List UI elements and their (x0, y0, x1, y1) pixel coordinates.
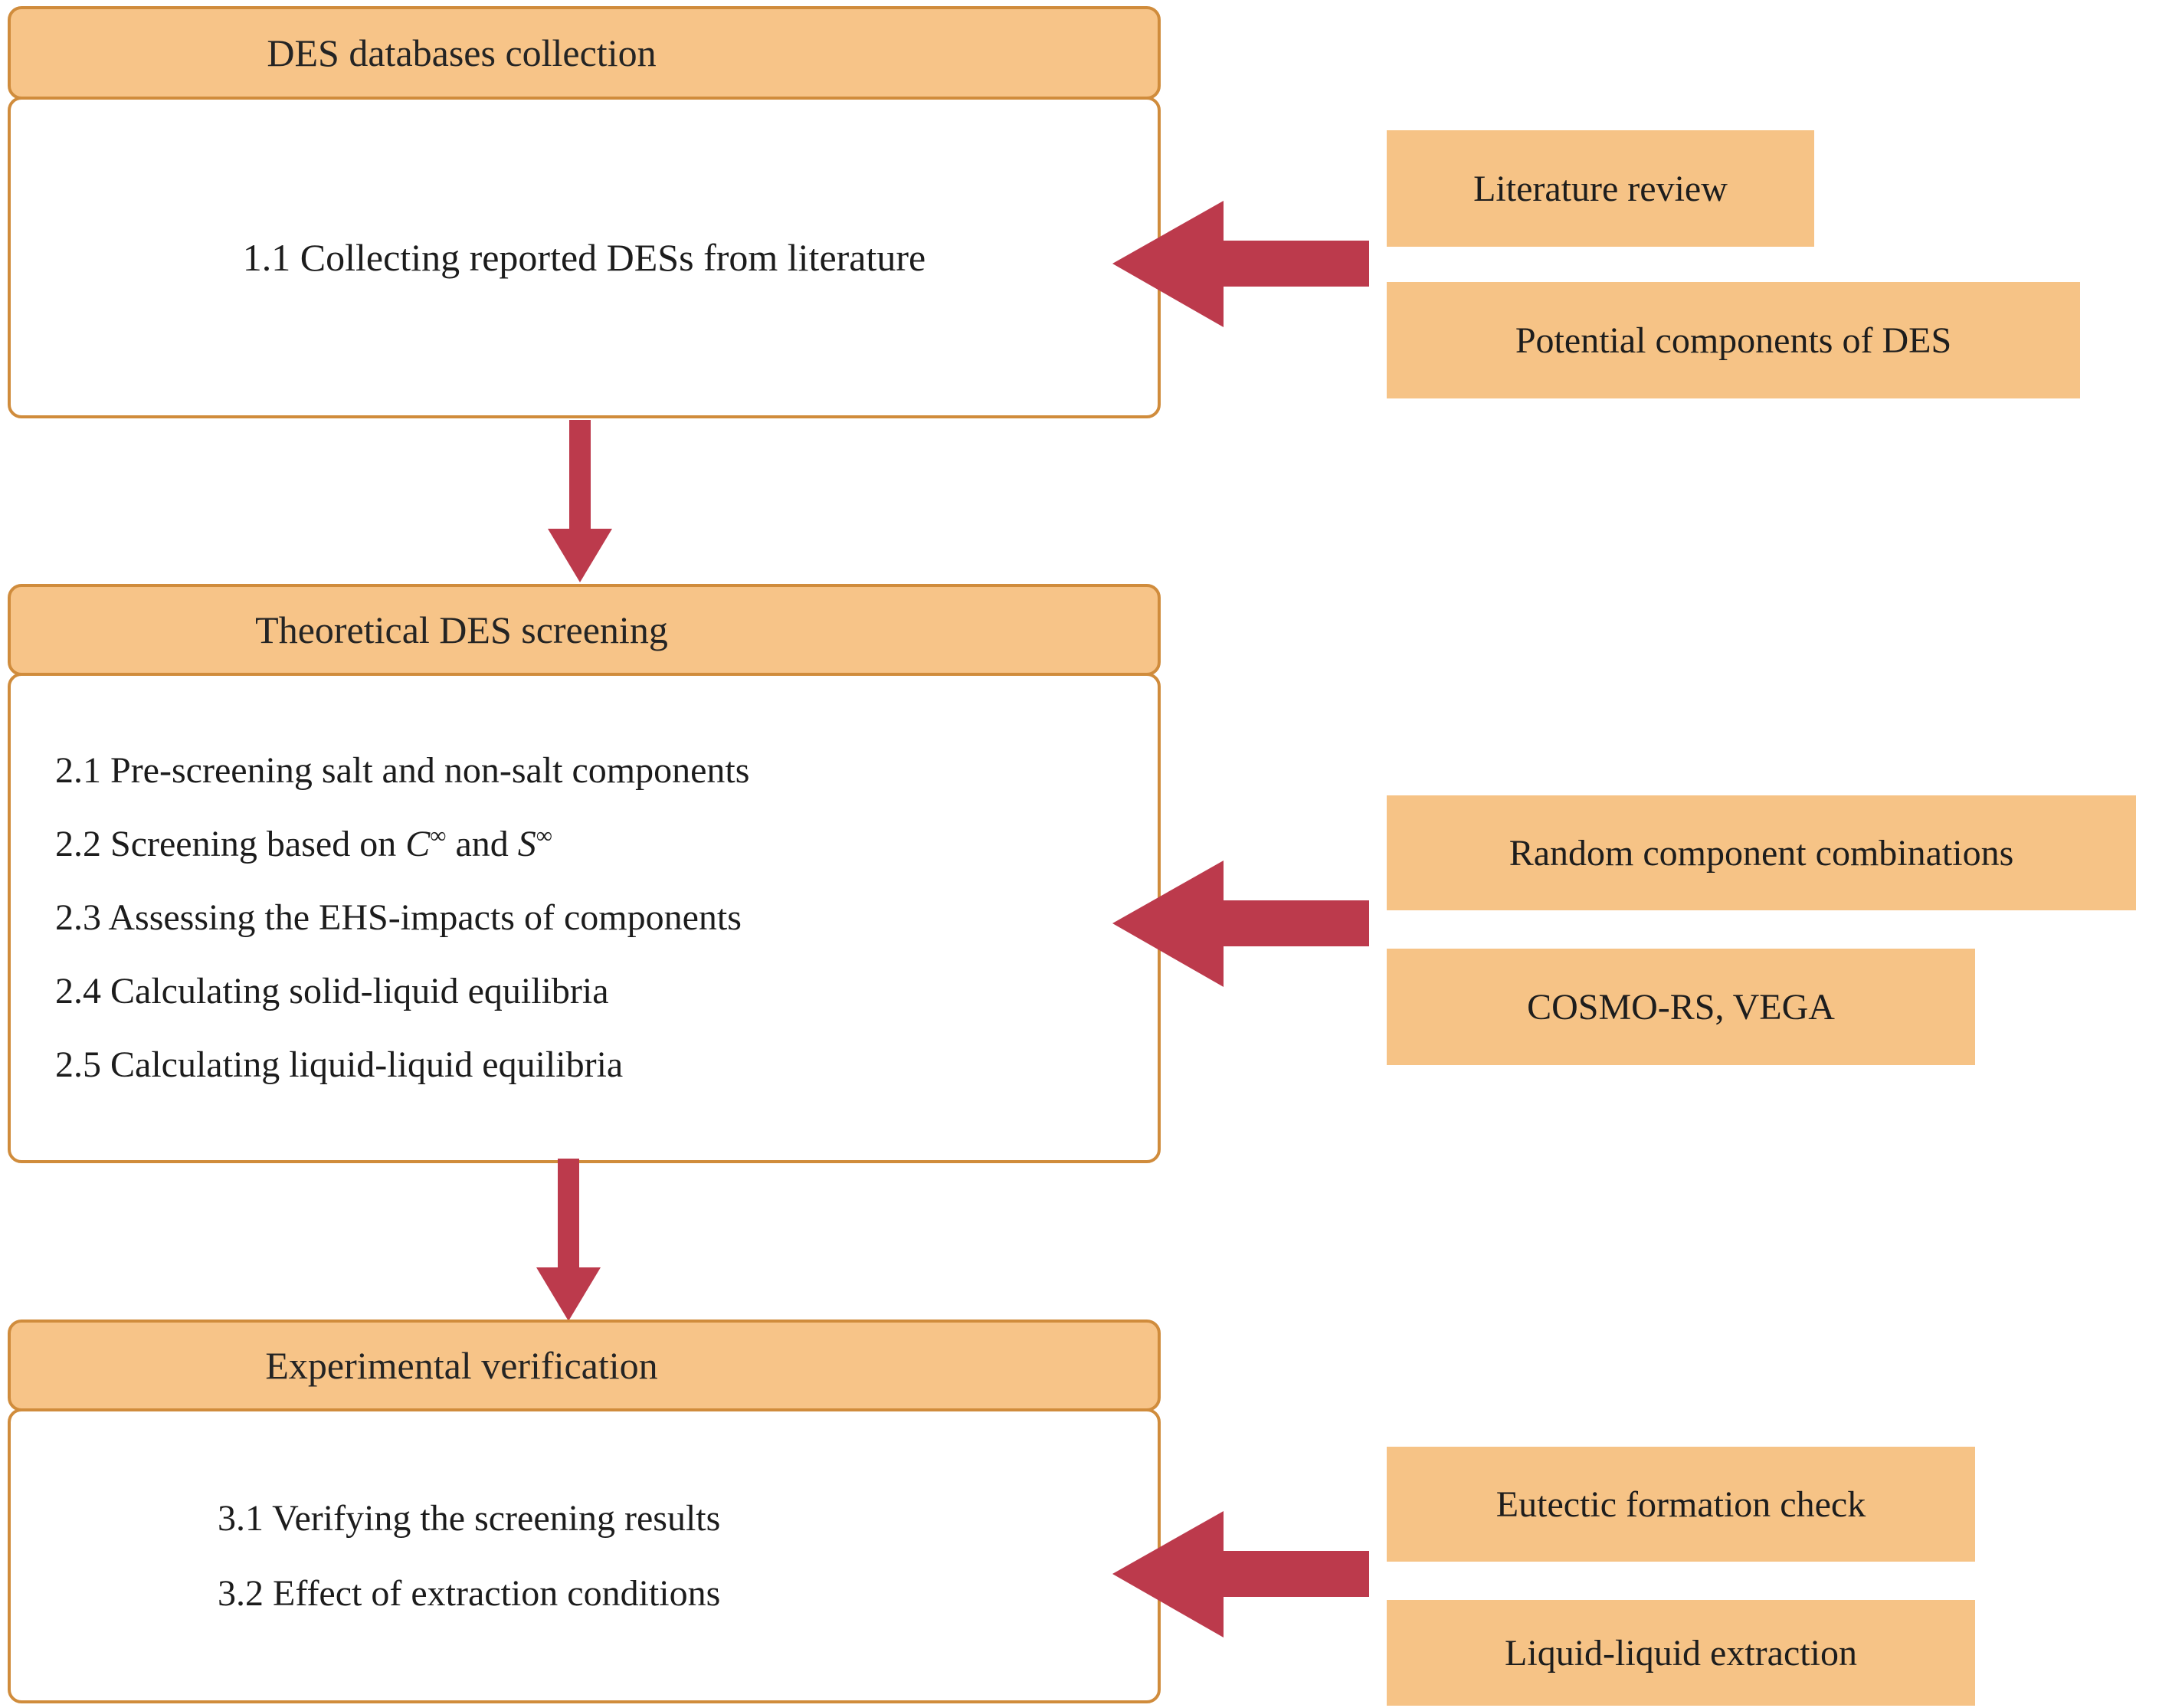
section-2-body: 2.1 Pre-screening salt and non-salt comp… (8, 673, 1161, 1163)
side-label-text: Eutectic formation check (1496, 1483, 1866, 1525)
down-arrow-icon (548, 420, 612, 582)
section-3-title: Experimental verification (265, 1344, 658, 1387)
side-label-text: Potential components of DES (1515, 320, 1952, 361)
section-1-body: 1.1 Collecting reported DESs from litera… (8, 97, 1161, 418)
side-label-cosmo-rs-vega: COSMO-RS, VEGA (1387, 949, 1975, 1065)
step-2-2: 2.2 Screening based on C∞ and S∞ (55, 823, 552, 864)
left-arrow-icon (1112, 1511, 1369, 1638)
left-arrow-icon (1112, 201, 1369, 327)
side-label-potential-components: Potential components of DES (1387, 282, 2080, 398)
step-1-1: 1.1 Collecting reported DESs from litera… (242, 236, 926, 279)
step-2-5: 2.5 Calculating liquid-liquid equilibria (55, 1044, 624, 1085)
side-label-eutectic-check: Eutectic formation check (1387, 1447, 1975, 1562)
step-2-1: 2.1 Pre-screening salt and non-salt comp… (55, 750, 750, 791)
step-2-4: 2.4 Calculating solid-liquid equilibria (55, 971, 609, 1011)
section-1-header: DES databases collection (8, 6, 1161, 100)
section-3-body: 3.1 Verifying the screening results 3.2 … (8, 1408, 1161, 1703)
step-3-1: 3.1 Verifying the screening results (218, 1497, 721, 1539)
section-2-header: Theoretical DES screening (8, 584, 1161, 676)
side-label-text: Liquid-liquid extraction (1505, 1632, 1857, 1674)
side-label-literature-review: Literature review (1387, 130, 1814, 247)
step-2-3: 2.3 Assessing the EHS-impacts of compone… (55, 897, 742, 938)
side-label-random-combinations: Random component combinations (1387, 795, 2136, 910)
side-label-text: Literature review (1473, 168, 1728, 209)
side-label-text: Random component combinations (1509, 832, 2014, 874)
side-label-liquid-liquid-extraction: Liquid-liquid extraction (1387, 1600, 1975, 1706)
section-1-title: DES databases collection (267, 31, 657, 74)
step-3-2: 3.2 Effect of extraction conditions (218, 1572, 721, 1614)
down-arrow-icon (536, 1159, 601, 1321)
section-2-title: Theoretical DES screening (255, 608, 668, 651)
left-arrow-icon (1112, 861, 1369, 987)
section-3-header: Experimental verification (8, 1320, 1161, 1411)
side-label-text: COSMO-RS, VEGA (1527, 986, 1835, 1028)
